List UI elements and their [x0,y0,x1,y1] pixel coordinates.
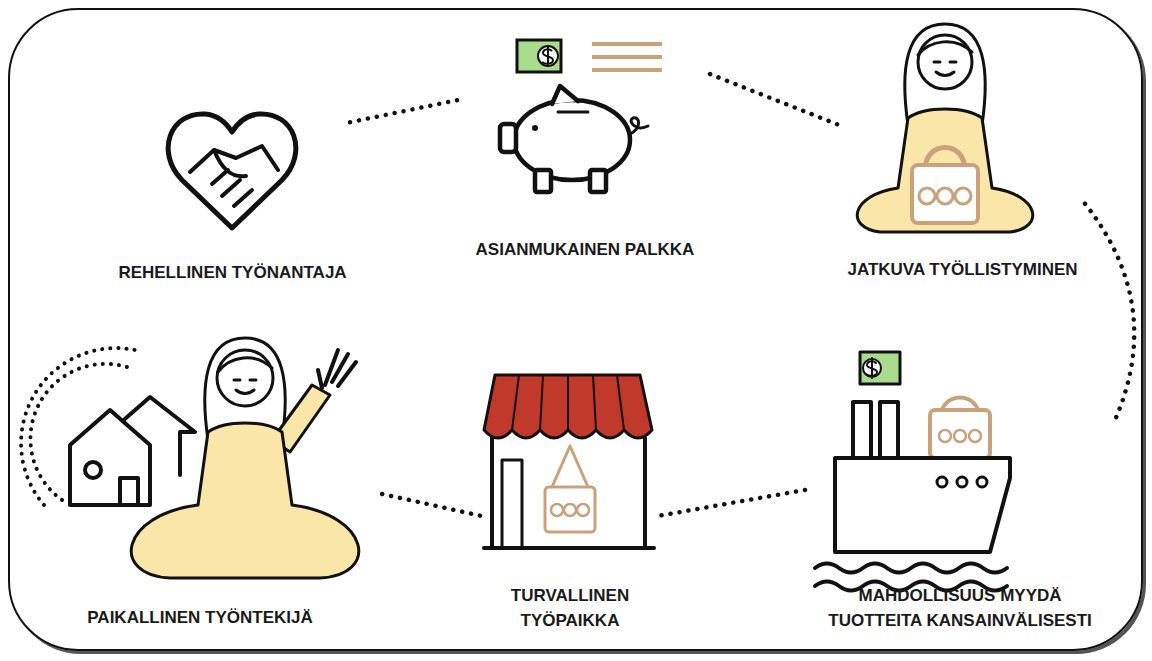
money-bill-icon [517,40,561,72]
shop-icon [577,504,589,516]
woman-basket-icon [857,24,1032,232]
handshake-heart-icon [222,180,240,196]
cargo-ship-icon [863,359,881,377]
dotted-connector [710,74,840,125]
house-icon [85,462,101,478]
node-label: MAHDOLLISUUS MYYDÄ TUOTTEITA KANSAINVÄLI… [820,583,1100,633]
cargo-ship-icon [939,430,951,442]
node-label: ASIANMUKAINEN PALKKA [460,237,710,262]
shop-icon [512,375,624,430]
payslip-lines [592,42,662,46]
shop-icon [551,504,563,516]
shop-icon [502,460,522,548]
dotted-connector [660,490,805,516]
piggy-bank-icon [590,170,606,192]
waving-woman-icon [131,423,358,578]
icon-node: PAIKALLINEN TYÖNTEKIJÄ [20,330,380,630]
shop-icon [564,504,576,516]
waving-woman-icon [236,390,254,394]
piggy-bank-icon [552,86,578,104]
icon-node: ASIANMUKAINEN PALKKA [460,30,710,262]
dotted-connector [350,100,460,123]
shop-icon [484,375,652,438]
shop-icon [545,487,595,532]
payslip-lines [592,44,662,70]
icon-node: JATKUVA TYÖLLISTYMINEN [840,12,1085,282]
cargo-ship-icon [954,430,966,442]
woman-basket-icon [955,188,971,204]
icon-node: REHELLINEN TYÖNANTAJA [115,100,350,285]
payslip-lines [592,68,662,72]
piggy-bank-icon [630,118,648,134]
handshake-heart-icon [168,114,296,228]
payslip-lines [592,55,662,59]
cargo-ship-icon [969,430,981,442]
money-bill-icon [517,40,561,72]
handshake-heart-icon [234,190,252,206]
woman-basket-icon [912,165,978,223]
node-label: JATKUVA TYÖLLISTYMINEN [840,257,1085,282]
icon-node: MAHDOLLISUUS MYYDÄ TUOTTEITA KANSAINVÄLI… [805,335,1115,633]
cargo-ship-icon [815,352,1010,591]
dotted-connector [380,494,480,516]
money-bill-icon [538,46,558,66]
woman-basket-icon [936,72,954,76]
shop-icon [484,546,654,550]
cargo-ship-icon [860,352,900,384]
waving-woman-icon [234,379,256,382]
cargo-ship-icon [835,458,1010,552]
piggy-bank-icon [535,170,551,192]
waving-woman-icon [217,350,273,406]
piggy-bank-icon [500,86,648,192]
house-icon [21,348,195,505]
shop-icon [492,438,645,548]
handshake-heart-icon [212,170,228,184]
dotted-connector [1085,204,1134,420]
waving-woman-icon [131,338,358,578]
cargo-ship-icon [957,477,967,487]
shop-icon [552,446,588,487]
cargo-ship-icon [853,402,871,458]
node-label: PAIKALLINEN TYÖNTEKIJÄ [50,605,350,630]
woman-basket-icon [937,188,953,204]
cargo-ship-icon [930,410,990,458]
piggy-bank-icon [514,100,630,180]
shop-icon [484,375,654,548]
money-bill-icon [542,46,553,66]
node-label: TURVALLINEN TYÖPAIKKA [495,583,645,633]
cargo-ship-icon [880,402,898,458]
cargo-ship-icon [866,358,877,378]
cargo-ship-icon [815,564,1007,573]
woman-basket-icon [857,109,1032,232]
woman-basket-icon [919,188,935,204]
woman-basket-icon [934,61,956,64]
waving-woman-icon [318,350,356,388]
handshake-heart-icon [168,114,296,228]
house-icon [70,410,150,505]
cargo-ship-icon [977,477,987,487]
handshake-heart-icon [214,150,246,176]
piggy-bank-icon [532,125,538,131]
piggy-bank-icon [558,111,588,114]
waving-woman-icon [218,358,272,372]
piggy-bank-icon [500,124,516,152]
woman-basket-icon [918,42,972,55]
cargo-ship-icon [937,477,947,487]
house-icon [120,478,138,505]
woman-basket-icon [918,35,972,89]
handshake-heart-icon [190,146,278,172]
icon-node: TURVALLINEN TYÖPAIKKA [480,360,660,633]
node-label: REHELLINEN TYÖNANTAJA [115,260,350,285]
